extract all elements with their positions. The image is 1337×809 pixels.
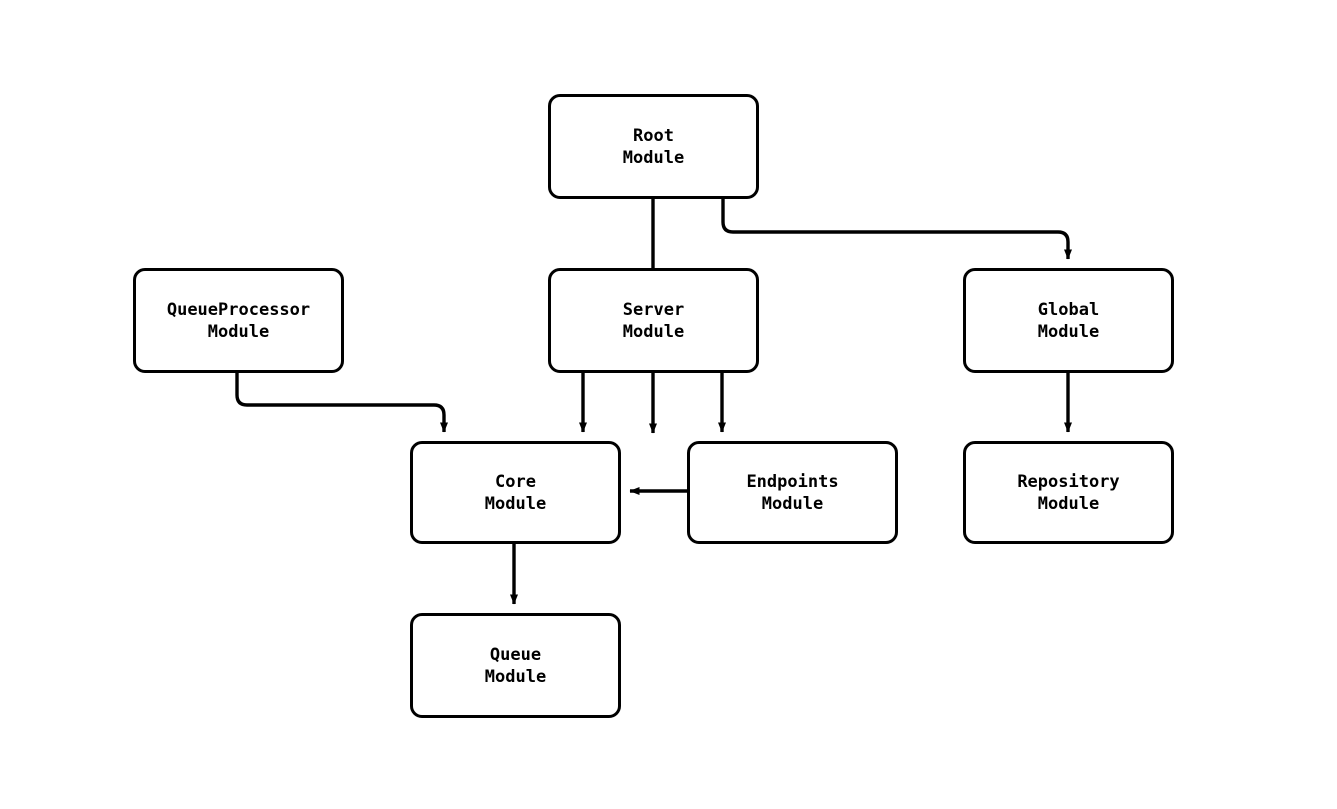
node-core-sublabel: Module xyxy=(484,493,547,514)
node-queue-label: Queue xyxy=(489,644,542,665)
node-repository[interactable]: Repository Module xyxy=(963,441,1174,544)
node-queue[interactable]: Queue Module xyxy=(410,613,621,718)
node-root-label: Root xyxy=(633,125,674,146)
node-global-label: Global xyxy=(1037,299,1100,320)
node-core[interactable]: Core Module xyxy=(410,441,621,544)
node-queueprocessor-label: QueueProcessor xyxy=(166,299,311,320)
node-root-sublabel: Module xyxy=(622,147,685,168)
node-server-label: Server xyxy=(622,299,685,320)
node-global[interactable]: Global Module xyxy=(963,268,1174,373)
edge-group xyxy=(235,199,1072,605)
node-server-sublabel: Module xyxy=(622,321,685,342)
node-queueprocessor[interactable]: QueueProcessor Module xyxy=(133,268,344,373)
node-endpoints-label: Endpoints xyxy=(746,471,839,492)
edge-queueprocessor-core xyxy=(235,373,448,433)
node-repository-sublabel: Module xyxy=(1037,493,1100,514)
node-server[interactable]: Server Module xyxy=(548,268,759,373)
edge-root-global xyxy=(721,199,1072,260)
node-endpoints-sublabel: Module xyxy=(761,493,824,514)
node-endpoints[interactable]: Endpoints Module xyxy=(687,441,898,544)
node-repository-label: Repository xyxy=(1017,471,1120,492)
node-global-sublabel: Module xyxy=(1037,321,1100,342)
node-queueprocessor-sublabel: Module xyxy=(207,321,270,342)
node-root[interactable]: Root Module xyxy=(548,94,759,199)
node-queue-sublabel: Module xyxy=(484,666,547,687)
node-core-label: Core xyxy=(495,471,536,492)
